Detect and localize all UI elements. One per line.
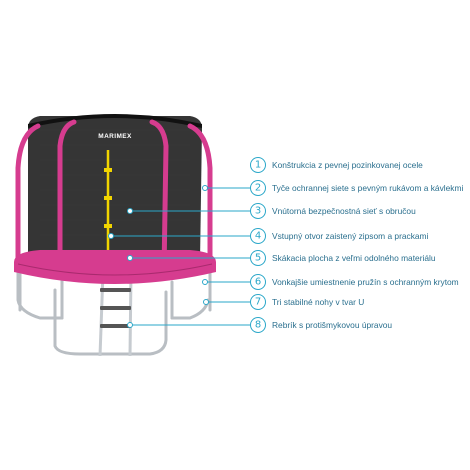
entrance-zipper <box>104 150 112 252</box>
callout-number-badge <box>250 228 266 244</box>
callout-text: Konštrukcia z pevnej pozinkovanej ocele <box>272 160 423 170</box>
callout-text: Vonkajšie umiestnenie pružín s ochranným… <box>272 277 459 287</box>
ladder <box>98 271 133 357</box>
callout-number: 5 <box>255 253 261 264</box>
callout-number: 6 <box>255 277 261 288</box>
callout-number: 3 <box>255 206 261 217</box>
safety-net <box>28 116 202 269</box>
callout-number-badge <box>250 180 266 196</box>
callout-number-badge <box>250 157 266 173</box>
frame-pad <box>14 250 216 284</box>
callout-number-badge <box>250 203 266 219</box>
brand-label: MARIMEX <box>98 133 132 140</box>
callout-4: 4 Vstupný otvor zaistený zipsom a pracka… <box>250 228 429 244</box>
callout-list: 1 Konštrukcia z pevnej pozinkovanej ocel… <box>250 157 463 333</box>
net-top-ring <box>28 114 202 128</box>
callout-number-badge <box>250 294 266 310</box>
callout-number: 4 <box>255 231 261 242</box>
callout-number: 2 <box>255 183 261 194</box>
callout-2: 2 Tyče ochrannej siete s pevným rukávom … <box>250 180 463 196</box>
callout-number: 7 <box>255 297 261 308</box>
callout-3: 3 Vnútorná bezpečnostná sieť s obručou <box>250 203 416 219</box>
leader-lines <box>111 187 250 326</box>
callout-text: Skákacia plocha z veľmi odolného materiá… <box>272 253 436 263</box>
callout-text: Tri stabilné nohy v tvar U <box>272 297 364 307</box>
callout-8: 8 Rebrík s protišmykovou úpravou <box>250 317 392 333</box>
callout-number: 8 <box>255 320 261 331</box>
net-poles <box>15 119 213 275</box>
callout-6: 6 Vonkajšie umiestnenie pružín s ochrann… <box>250 274 459 290</box>
callout-number-badge <box>250 317 266 333</box>
callout-text: Tyče ochrannej siete s pevným rukávom a … <box>272 183 463 193</box>
callout-number: 1 <box>255 160 261 171</box>
callout-text: Vstupný otvor zaistený zipsom a prackami <box>272 231 429 241</box>
callout-1: 1 Konštrukcia z pevnej pozinkovanej ocel… <box>250 157 423 173</box>
callout-text: Rebrík s protišmykovou úpravou <box>272 320 392 330</box>
callout-number-badge <box>250 274 266 290</box>
callout-7: 7 Tri stabilné nohy v tvar U <box>250 294 364 310</box>
callout-5: 5 Skákacia plocha z veľmi odolného mater… <box>250 250 436 266</box>
callout-text: Vnútorná bezpečnostná sieť s obručou <box>272 206 416 216</box>
leader-dots <box>108 185 209 328</box>
callout-number-badge <box>250 250 266 266</box>
trampoline-illustration: MARIMEX MARIMEX <box>14 114 216 357</box>
